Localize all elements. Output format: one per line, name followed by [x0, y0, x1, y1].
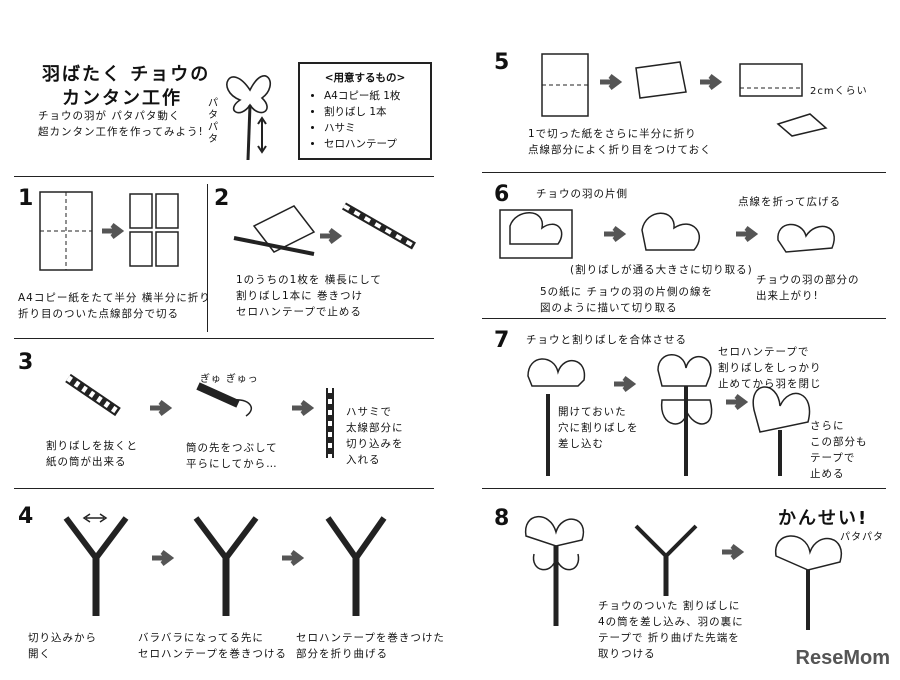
- step5-fold-illustration: [541, 53, 828, 137]
- step6-wing-illustration: [499, 209, 835, 259]
- step-number-4: 4: [18, 504, 34, 529]
- page-title-line1: 羽ばたく チョウの: [42, 64, 211, 85]
- step-number-2: 2: [214, 186, 230, 211]
- step6-text-a: (割りばしが通る大きさに切り取る): [570, 264, 753, 276]
- divider: [207, 184, 208, 332]
- divider: [482, 488, 886, 489]
- divider: [14, 176, 434, 177]
- step3-text-a: 割りばしを抜くと 紙の筒が出来る: [46, 440, 138, 468]
- step4-text-a: 切り込みから 開く: [28, 632, 97, 660]
- step7-text-c: さらに この部分も テープで 止める: [810, 420, 868, 480]
- step8-text: チョウのついた 割りばしに 4の筒を差し込み、羽の裏に テープで 折り曲げた先端…: [598, 600, 744, 660]
- step2-roll-illustration: [233, 202, 416, 256]
- step3-text-b: 筒の先をつぶして 平らにしてから…: [186, 442, 278, 470]
- step4-split-illustration: [63, 513, 387, 616]
- butterfly-title-illustration: [226, 75, 271, 161]
- step6-text-c: 点線を折って広げる: [738, 196, 841, 208]
- step-number-8: 8: [494, 506, 510, 531]
- step4-text-b: バラバラになってる先に セロハンテープを巻きつける: [138, 632, 287, 660]
- step1-text: A4コピー紙をたて半分 横半分に折り 折り目のついた点線部分で切る: [18, 292, 211, 320]
- step-number-7: 7: [494, 328, 510, 353]
- step8-final-illustration: [525, 515, 843, 630]
- step7-heading: チョウと割りばしを合体させる: [526, 334, 687, 346]
- material-item: A4コピー紙 1枚: [324, 88, 420, 104]
- step6-text-d: チョウの羽の部分の 出来上がり!: [756, 274, 860, 302]
- divider: [14, 488, 434, 489]
- divider: [14, 338, 434, 339]
- step7-text-a: 開けておいた 穴に割りばしを 差し込む: [558, 406, 639, 450]
- step4-text-c: セロハンテープを巻きつけた 部分を折り曲げる: [296, 632, 445, 660]
- step6-label: チョウの羽の片側: [536, 188, 628, 200]
- completion-label: かんせい!: [778, 508, 869, 529]
- step3-text-c: ハサミで 太線部分に 切り込みを 入れる: [346, 406, 404, 466]
- step5-measure: 2cmくらい: [810, 86, 868, 97]
- step-number-3: 3: [18, 350, 34, 375]
- resemom-logo: ReseMom: [795, 647, 890, 669]
- step5-text: 1で切った紙をさらに半分に折り 点線部分によく折り目をつけておく: [528, 128, 712, 156]
- title-sfx: パタパタ: [208, 98, 219, 145]
- divider: [482, 172, 886, 173]
- step3-tube-illustration: [65, 373, 334, 458]
- step7-text-b: セロハンテープで 割りばしをしっかり 止めてから羽を閉じ: [718, 346, 822, 390]
- step3-sfx: ぎゅ ぎゅっ: [200, 374, 259, 385]
- intro-text: チョウの羽が パタパタ動く 超カンタン工作を作ってみよう!: [38, 110, 204, 138]
- step8-sfx: パタパタ: [840, 532, 884, 543]
- step7-assembly-illustration: [527, 354, 811, 476]
- material-item: ハサミ: [324, 120, 420, 136]
- material-item: 割りばし 1本: [324, 104, 420, 120]
- page-title-line2: カンタン工作: [62, 88, 182, 109]
- step-number-5: 5: [494, 50, 510, 75]
- step-number-1: 1: [18, 186, 34, 211]
- step2-text: 1のうちの1枚を 横長にして 割りばし1本に 巻きつけ セロハンテープで止める: [236, 274, 382, 318]
- divider: [482, 318, 886, 319]
- materials-title: <用意するもの>: [324, 72, 406, 84]
- step-number-6: 6: [494, 182, 510, 207]
- material-item: セロハンテープ: [324, 136, 420, 152]
- materials-box: <用意するもの> A4コピー紙 1枚 割りばし 1本 ハサミ セロハンテープ: [298, 62, 432, 160]
- step6-text-b: 5の紙に チョウの羽の片側の線を 図のように描いて切り取る: [540, 286, 714, 314]
- step1-paper-illustration: [39, 191, 179, 271]
